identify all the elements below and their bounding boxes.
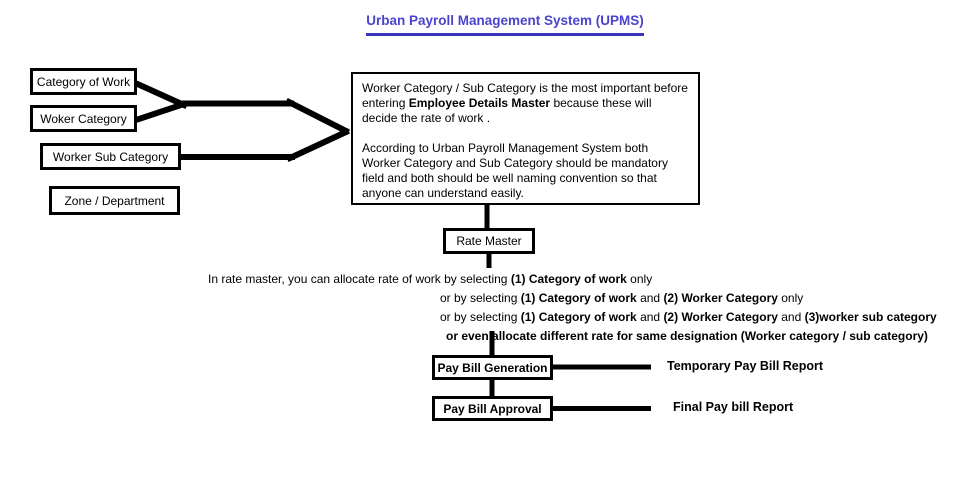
text-segment: Worker Category / Sub Category is the mo… — [362, 81, 688, 110]
text-segment: because these will decide the rate of wo… — [362, 96, 652, 125]
label-final-pay-bill-report: Final Pay bill Report — [673, 400, 794, 414]
text-segment: only — [626, 272, 653, 286]
text-segment-bold: Employee Details Master — [408, 96, 551, 110]
text-segment-bold: (2) Worker Category — [663, 291, 778, 305]
text-segment-bold: (1) Category of work — [510, 272, 627, 286]
text-segment-bold: (2) Worker Category — [663, 310, 778, 324]
text-segment: and — [777, 310, 805, 324]
text-segment: In rate master, you can allocate rate of… — [208, 272, 511, 286]
header: Urban Payroll Management System (UPMS) — [330, 12, 680, 36]
text-segment: only — [777, 291, 804, 305]
node-pay-bill-generation: Pay Bill Generation — [432, 355, 553, 380]
info-note-box: Worker Category / Sub Category is the mo… — [351, 72, 700, 205]
label-temporary-pay-bill-report: Temporary Pay Bill Report — [667, 359, 824, 373]
text-segment: or by selecting — [440, 291, 521, 305]
text-segment-bold: (1) Category of work — [520, 310, 637, 324]
rate-note-line-2: or by selecting (1) Category of work and… — [440, 292, 803, 305]
merge-arrow-icon — [129, 78, 351, 162]
text-segment-bold: (3)worker sub category — [804, 310, 937, 324]
node-worker-sub-category: Worker Sub Category — [40, 143, 181, 170]
node-rate-master: Rate Master — [443, 228, 535, 254]
text-segment: or by selecting — [440, 310, 521, 324]
node-pay-bill-approval: Pay Bill Approval — [432, 396, 553, 421]
info-paragraph-1: Worker Category / Sub Category is the mo… — [362, 81, 689, 126]
node-zone-department: Zone / Department — [49, 186, 180, 215]
page-title: Urban Payroll Management System (UPMS) — [366, 13, 644, 36]
info-paragraph-2: According to Urban Payroll Management Sy… — [362, 141, 668, 200]
rate-note-line-4: or even allocate different rate for same… — [446, 329, 928, 343]
node-worker-category: Woker Category — [30, 105, 137, 132]
rate-note-line-3: or by selecting (1) Category of work and… — [440, 311, 937, 324]
flow-connectors — [484, 204, 651, 411]
text-segment: and — [636, 291, 664, 305]
rate-note-line-1: In rate master, you can allocate rate of… — [208, 273, 652, 286]
node-category-of-work: Category of Work — [30, 68, 137, 95]
text-segment: and — [636, 310, 664, 324]
text-segment-bold: (1) Category of work — [520, 291, 637, 305]
